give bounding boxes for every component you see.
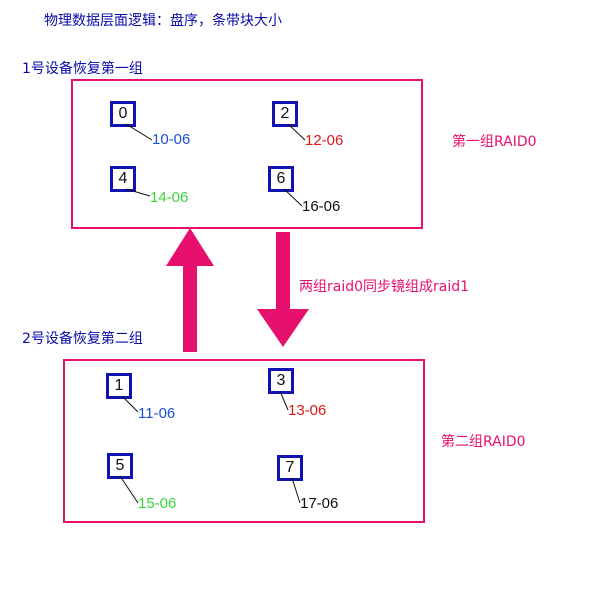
group1-device-label: 1号设备恢复第一组 [22, 61, 143, 77]
disk-0: 0 [110, 101, 136, 127]
group1-box [71, 79, 423, 229]
leader-line-0 [125, 123, 153, 141]
diagram-title: 物理数据层面逻辑：盘序，条带块大小 [44, 13, 282, 29]
group1-raid-label: 第一组RAID0 [452, 134, 537, 150]
leader-line-1 [121, 395, 139, 413]
stripe-label-0: 10-06 [152, 131, 191, 148]
leader-line-6 [283, 188, 303, 207]
stripe-label-4: 14-06 [150, 189, 189, 206]
stripe-label-6: 16-06 [302, 198, 341, 215]
group2-box [63, 359, 425, 523]
group2-device-label: 2号设备恢复第二组 [22, 331, 143, 347]
disk-1: 1 [106, 373, 132, 399]
arrow-down-icon [257, 232, 309, 347]
disk-2: 2 [272, 101, 298, 127]
leader-line-5 [119, 475, 139, 504]
disk-6: 6 [268, 166, 294, 192]
stripe-label-1: 11-06 [138, 405, 176, 422]
disk-5: 5 [107, 453, 133, 479]
stripe-label-7: 17-06 [300, 495, 339, 512]
stripe-label-3: 13-06 [288, 402, 327, 419]
leader-line-4 [125, 188, 151, 197]
stripe-label-2: 12-06 [305, 132, 344, 149]
leader-line-2 [287, 123, 306, 141]
stripe-label-5: 15-06 [138, 495, 177, 512]
sync-label: 两组raid0同步镜组成raid1 [299, 279, 470, 295]
arrow-up-icon [166, 228, 214, 352]
disk-7: 7 [277, 455, 303, 481]
disk-4: 4 [110, 166, 136, 192]
leader-line-3 [279, 390, 289, 411]
group2-raid-label: 第二组RAID0 [441, 434, 526, 450]
leader-line-7 [291, 477, 301, 504]
